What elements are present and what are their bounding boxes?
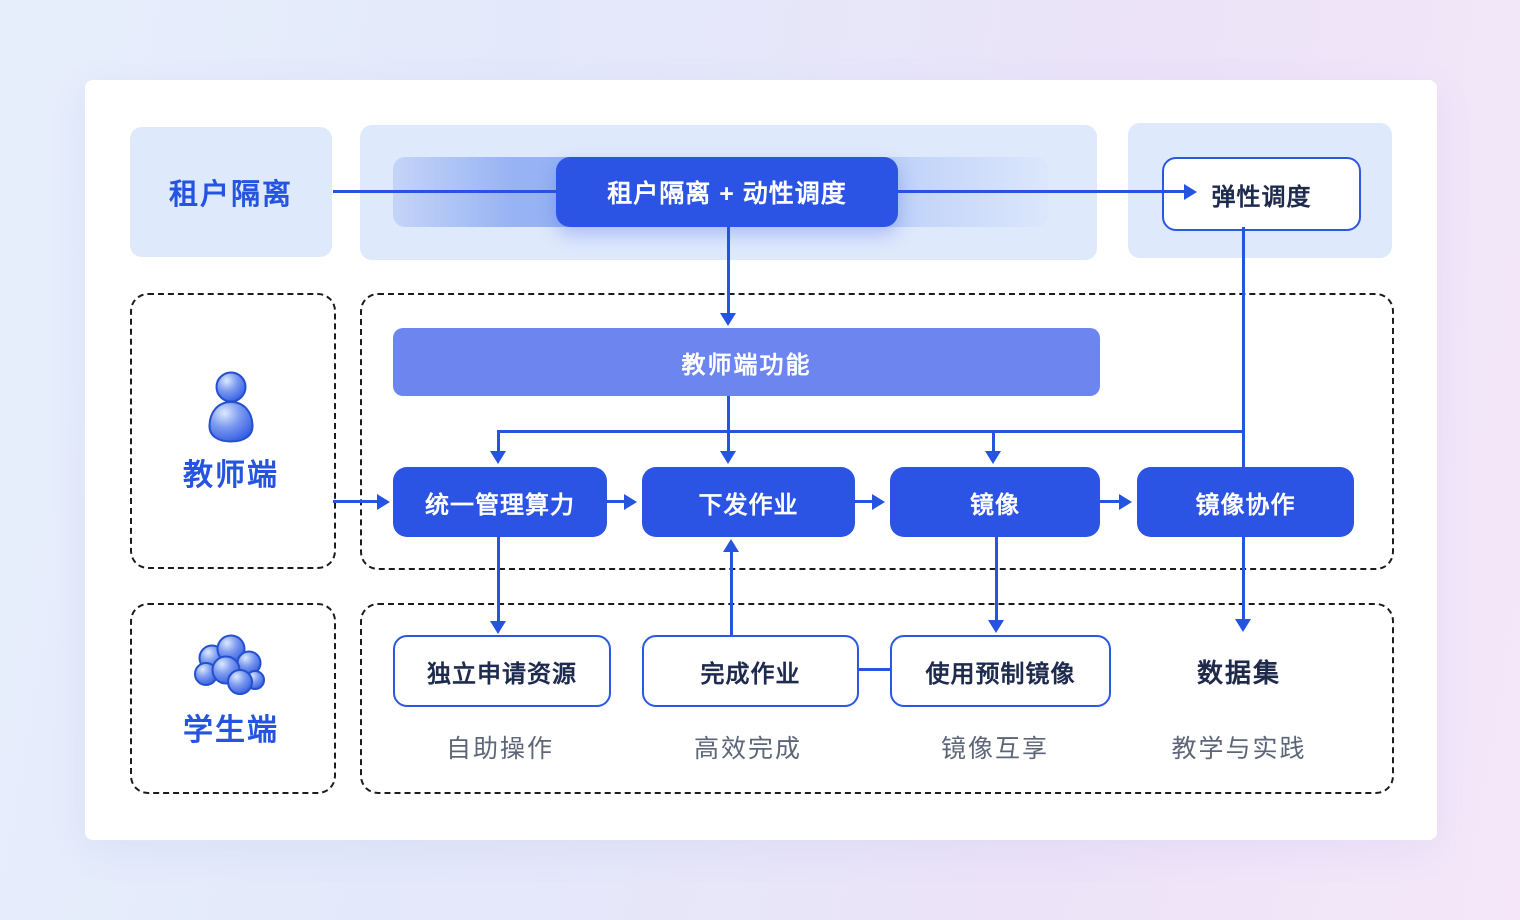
prebuilt-arrowhead-icon [987,620,1004,633]
teacher-to-row-line [333,500,379,503]
homework-to-image-line [855,500,874,503]
request-resources-node: 独立申请资源 [393,635,611,707]
scheduling-to-bar-line [727,227,730,315]
compute-to-homework-arrowhead-icon [624,493,637,510]
elastic-down-line [1242,227,1245,621]
teacher-to-row-arrowhead-icon [377,493,390,510]
assign-homework-node: 下发作业 [642,467,855,537]
image-collaboration-node: 镜像协作 [1137,467,1354,537]
student-actions-container [360,603,1394,794]
branch-drop-left-line [497,430,500,452]
caption-efficient-completion: 高效完成 [693,735,802,763]
bar-arrowhead-icon [719,313,736,326]
resources-arrowhead-icon [489,621,506,634]
image-node: 镜像 [890,467,1100,537]
elastic-scheduling-node: 弹性调度 [1162,157,1361,231]
bar-to-branch-line [727,396,730,432]
elastic-arrowhead-icon [1184,183,1197,200]
caption-image-sharing: 镜像互享 [940,735,1049,763]
homework-up-line [730,550,733,635]
branch-drop-right-line [992,430,995,452]
student-side-label: 学生端 [183,714,279,747]
tenant-isolation-label: 租户隔离 [130,127,332,257]
tenant-to-scheduling-line [333,190,556,193]
compute-to-homework-line [607,500,626,503]
teacher-side-label: 教师端 [183,459,279,492]
tenant-dynamic-scheduling-node: 租户隔离 + 动性调度 [556,157,898,227]
student-side-box [130,603,336,794]
image-arrowhead-icon [984,451,1001,464]
image-to-collab-line [1100,500,1121,503]
compute-to-resources-line [497,537,500,622]
image-to-prebuilt-line [995,537,998,621]
complete-homework-node: 完成作业 [642,635,859,707]
homework-up-arrowhead-icon [722,539,739,552]
branch-drop-center-line [727,430,730,452]
homework-prebuilt-connector-line [855,668,890,671]
teacher-functions-container [360,293,1394,570]
homework-to-image-arrowhead-icon [872,493,885,510]
caption-teaching-practice: 教学与实践 [1171,735,1307,763]
image-to-collab-arrowhead-icon [1119,493,1132,510]
manage-compute-arrowhead-icon [489,451,506,464]
scheduling-to-elastic-line [898,190,1185,193]
dataset-node: 数据集 [1196,658,1281,688]
teacher-side-box [130,293,336,569]
people-group-icon [192,632,272,707]
branch-line [498,430,1244,433]
use-prebuilt-image-node: 使用预制镜像 [890,635,1111,707]
teacher-functions-bar: 教师端功能 [393,328,1100,396]
teacher-icon [200,370,262,451]
dataset-arrowhead-icon [1234,619,1251,632]
assign-homework-arrowhead-icon [719,451,736,464]
manage-compute-node: 统一管理算力 [393,467,607,537]
caption-self-service: 自助操作 [445,735,554,763]
